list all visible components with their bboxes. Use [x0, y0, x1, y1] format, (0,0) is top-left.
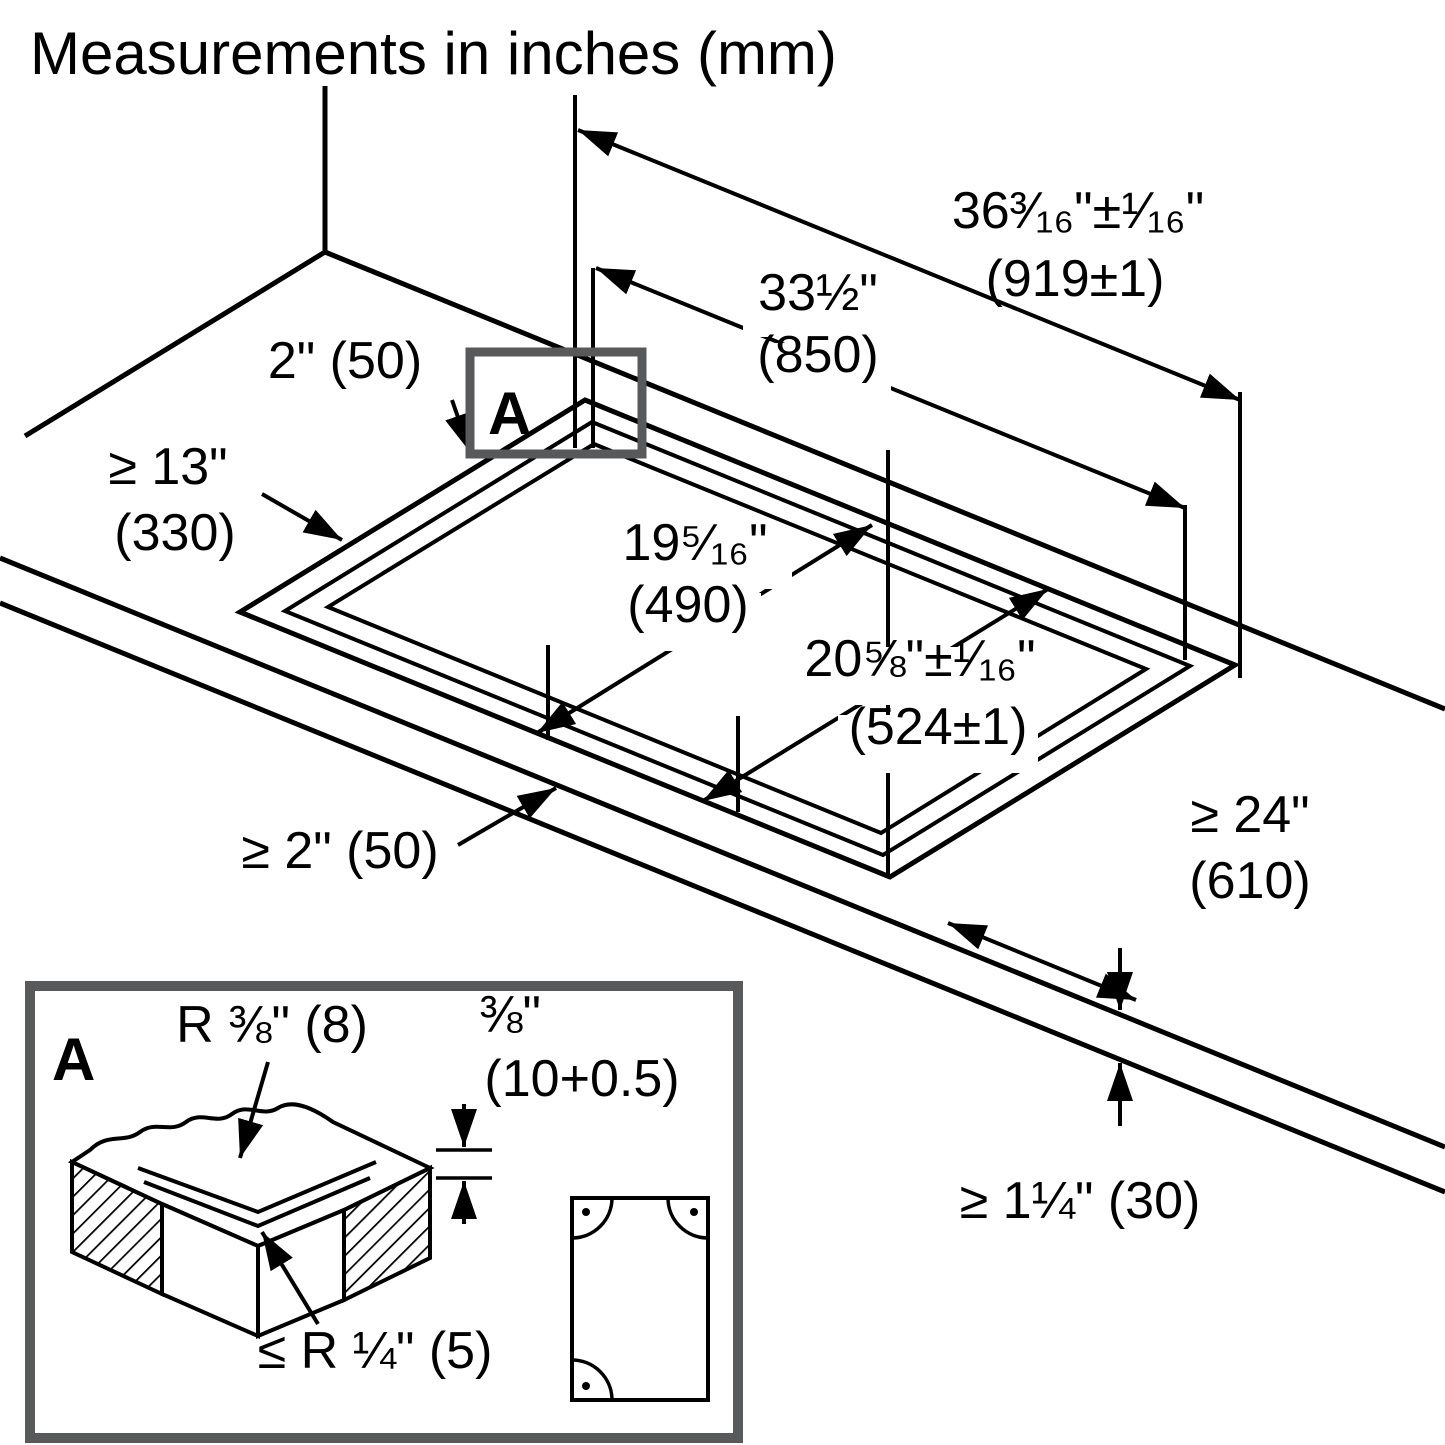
detail-a-letter: A	[52, 1026, 95, 1093]
corner-dot-top-right	[690, 1208, 698, 1216]
dimension-line-24	[947, 921, 1137, 1002]
detail-arrows	[238, 1061, 492, 1326]
label-bg	[743, 279, 893, 337]
label-backgrounds	[598, 279, 1070, 773]
detail-radius-lower: ≤ R ¼" (5)	[258, 1322, 493, 1380]
dim-thickness: ≥ 1¼" (30)	[960, 1172, 1201, 1230]
corner-arc-top-left	[571, 1197, 614, 1240]
detail-a-inset: A	[25, 981, 743, 1443]
corner-dot-top-left	[582, 1208, 590, 1216]
detail-radius-upper: R ⅜" (8)	[176, 996, 368, 1054]
page-title: Measurements in inches (mm)	[30, 20, 837, 87]
leader-arrow-front-gap	[456, 786, 558, 847]
dim-left-clearance-inches: ≥ 13"	[108, 438, 227, 496]
dim-33-mm: (850)	[757, 326, 878, 384]
label-bg	[598, 531, 792, 589]
dim-24-mm: (610)	[1189, 852, 1310, 910]
corner-arc-top-right	[666, 1197, 709, 1240]
detail-callout-letter: A	[488, 380, 531, 447]
cutout-flange-edge	[280, 419, 1195, 858]
dim-24-inches: ≥ 24"	[1190, 786, 1309, 844]
detail-step-inches: ⅜"	[479, 986, 541, 1044]
label-bg	[615, 593, 761, 651]
label-bg	[745, 343, 891, 401]
rabbet-step-line-inner	[143, 1176, 371, 1229]
dim-front-gap: ≥ 2" (50)	[241, 822, 438, 880]
dim-19-inches: 19⁵⁄₁₆"	[622, 514, 767, 572]
detail-callout-frame	[465, 347, 647, 459]
corner-radius-plan	[570, 1196, 710, 1402]
corner-arc-bottom-left	[571, 1358, 614, 1401]
leader-arrow-left-clearance	[261, 492, 343, 542]
dim-19-mm: (490)	[627, 576, 748, 634]
rabbet-step-line-outer	[137, 1160, 377, 1215]
counter-front-edge-bottom	[0, 600, 1445, 1195]
dim-20-inches: 20⅝"±¹⁄₁₆"	[804, 630, 1035, 688]
dim-rear-gap: 2" (50)	[268, 332, 422, 390]
detail-step-mm: (10+0.5)	[484, 1050, 679, 1108]
counter-front-edge-top	[0, 555, 1445, 1150]
mini-plan-rect	[570, 1196, 710, 1402]
leader-arrow-radius-lower	[260, 1230, 320, 1326]
corner-block	[67, 1102, 435, 1340]
dim-left-clearance-mm: (330)	[114, 504, 235, 562]
dim-36-inches: 36³⁄₁₆"±¹⁄₁₆"	[952, 182, 1204, 240]
corner-dot-bottom-left	[582, 1382, 590, 1390]
label-bg	[770, 647, 1070, 705]
dim-36-mm: (919±1)	[986, 250, 1165, 308]
counter-back-edge-left	[23, 249, 327, 439]
detail-labels: R ⅜" (8) ⅜" (10+0.5) ≤ R ¼" (5)	[176, 986, 679, 1380]
dim-33-inches: 33½"	[758, 264, 878, 322]
label-bg	[838, 715, 1038, 773]
dim-20-mm: (524±1)	[849, 698, 1028, 756]
leader-arrow-radius-upper	[238, 1061, 270, 1159]
dimension-labels: Measurements in inches (mm) 36³⁄₁₆"±¹⁄₁₆…	[30, 20, 1311, 1230]
